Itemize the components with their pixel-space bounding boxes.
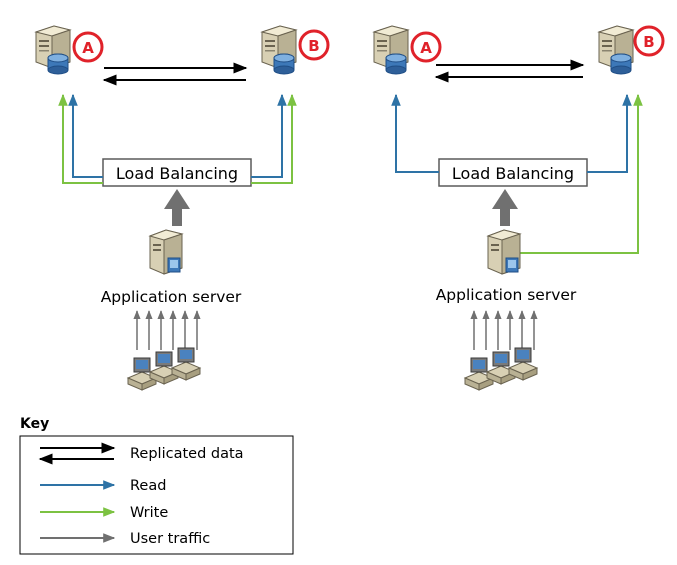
legend-item-user-traffic: User traffic [40, 531, 210, 547]
badge-b-icon [298, 29, 330, 61]
database-server-icon [35, 25, 71, 75]
user-traffic-arrows [470, 310, 538, 350]
application-server-icon [487, 229, 521, 275]
server-a-label: A [82, 39, 94, 57]
write-line-a [58, 93, 103, 184]
load-balancer-label: Load Balancing [452, 164, 574, 183]
app-server-label: Application server [436, 286, 577, 304]
user-traffic-arrows [133, 310, 201, 350]
traffic-arrow-up-icon [164, 189, 190, 226]
legend-item-write: Write [40, 505, 168, 521]
server-a-left: A [35, 25, 104, 75]
server-a-label: A [420, 39, 432, 57]
badge-a-icon [72, 31, 104, 63]
read-line-a [391, 93, 439, 173]
legend-box [19, 435, 294, 555]
load-balancer-label: Load Balancing [116, 164, 238, 183]
write-line-b [520, 93, 643, 254]
legend-title: Key [20, 416, 49, 432]
read-line-a [68, 93, 103, 178]
diagram-left: A B Load Balancing Application server [35, 25, 330, 391]
server-b-label: B [308, 37, 319, 55]
badge-a-icon [410, 31, 442, 63]
write-line-b [251, 93, 297, 184]
legend: Key Replicated data Read Write User traf… [19, 416, 294, 555]
read-line-b [587, 93, 632, 173]
legend-label: Replicated data [130, 446, 244, 462]
server-b-right: B [598, 25, 665, 75]
client-workstations-icon [464, 347, 538, 391]
app-server-label: Application server [101, 288, 242, 306]
database-server-icon [373, 25, 409, 75]
legend-item-replicated: Replicated data [38, 442, 244, 465]
server-a-right: A [373, 25, 442, 75]
legend-label: Read [130, 478, 166, 494]
client-workstations-icon [127, 347, 201, 391]
diagram-right: A B Load Balancing Application server [373, 25, 665, 391]
database-server-icon [598, 25, 634, 75]
server-b-label: B [643, 33, 654, 51]
traffic-arrow-up-icon [492, 189, 518, 226]
database-server-icon [261, 25, 297, 75]
badge-b-icon [633, 25, 665, 57]
legend-label: User traffic [130, 531, 210, 547]
legend-label: Write [130, 505, 168, 521]
server-b-left: B [261, 25, 330, 75]
application-server-icon [149, 229, 183, 275]
load-balancer-box [102, 158, 252, 187]
load-balancer-box [438, 158, 588, 187]
legend-item-read: Read [40, 478, 166, 494]
read-line-b [251, 93, 287, 178]
